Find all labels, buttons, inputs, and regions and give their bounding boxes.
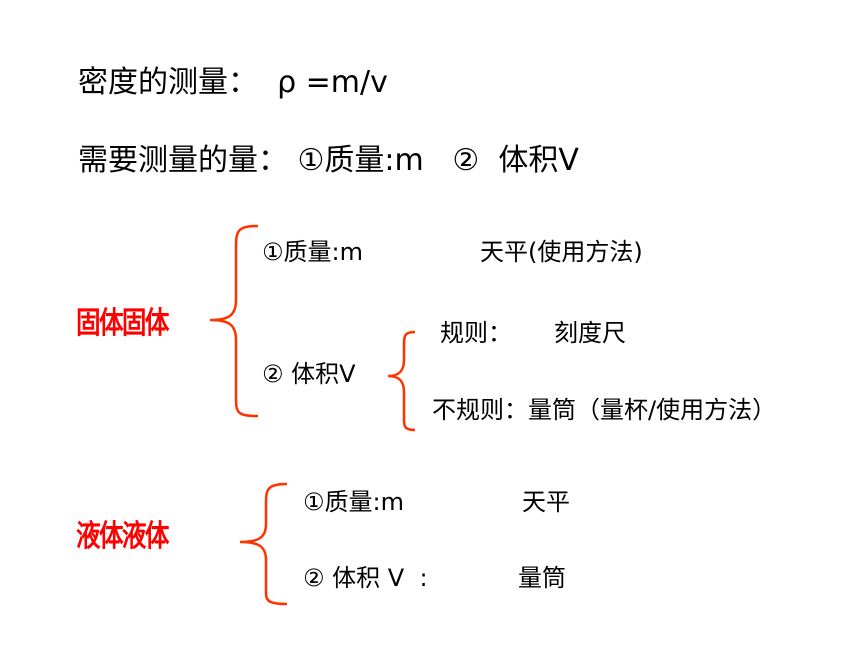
density-formula-line: 密度的测量： ρ =m/v [78, 65, 388, 100]
irregular-line: 不规则：量筒（量杯/使用方法） [432, 396, 777, 424]
solid-volume-brace [387, 330, 416, 432]
liquid-mass-item: ①质量:m [303, 488, 404, 516]
liquid-label: 液体液体 [76, 519, 169, 554]
liquid-volume-tool: 量筒 [518, 564, 566, 592]
solid-mass-item: ①质量:m [262, 238, 363, 266]
solid-volume-item: ② 体积V [262, 360, 356, 388]
liquid-mass-tool: 天平 [522, 488, 570, 516]
solid-main-brace [209, 224, 259, 418]
quantities-to-measure-line: 需要测量的量： ①质量:m ② 体积V [78, 143, 579, 178]
regular-tool: 刻度尺 [554, 319, 626, 347]
solid-label: 固体固体 [76, 306, 169, 341]
liquid-volume-item: ② 体积 V : [303, 564, 428, 592]
solid-mass-tool: 天平(使用方法) [480, 238, 643, 266]
liquid-brace [239, 482, 288, 606]
regular-label: 规则： [440, 319, 512, 347]
